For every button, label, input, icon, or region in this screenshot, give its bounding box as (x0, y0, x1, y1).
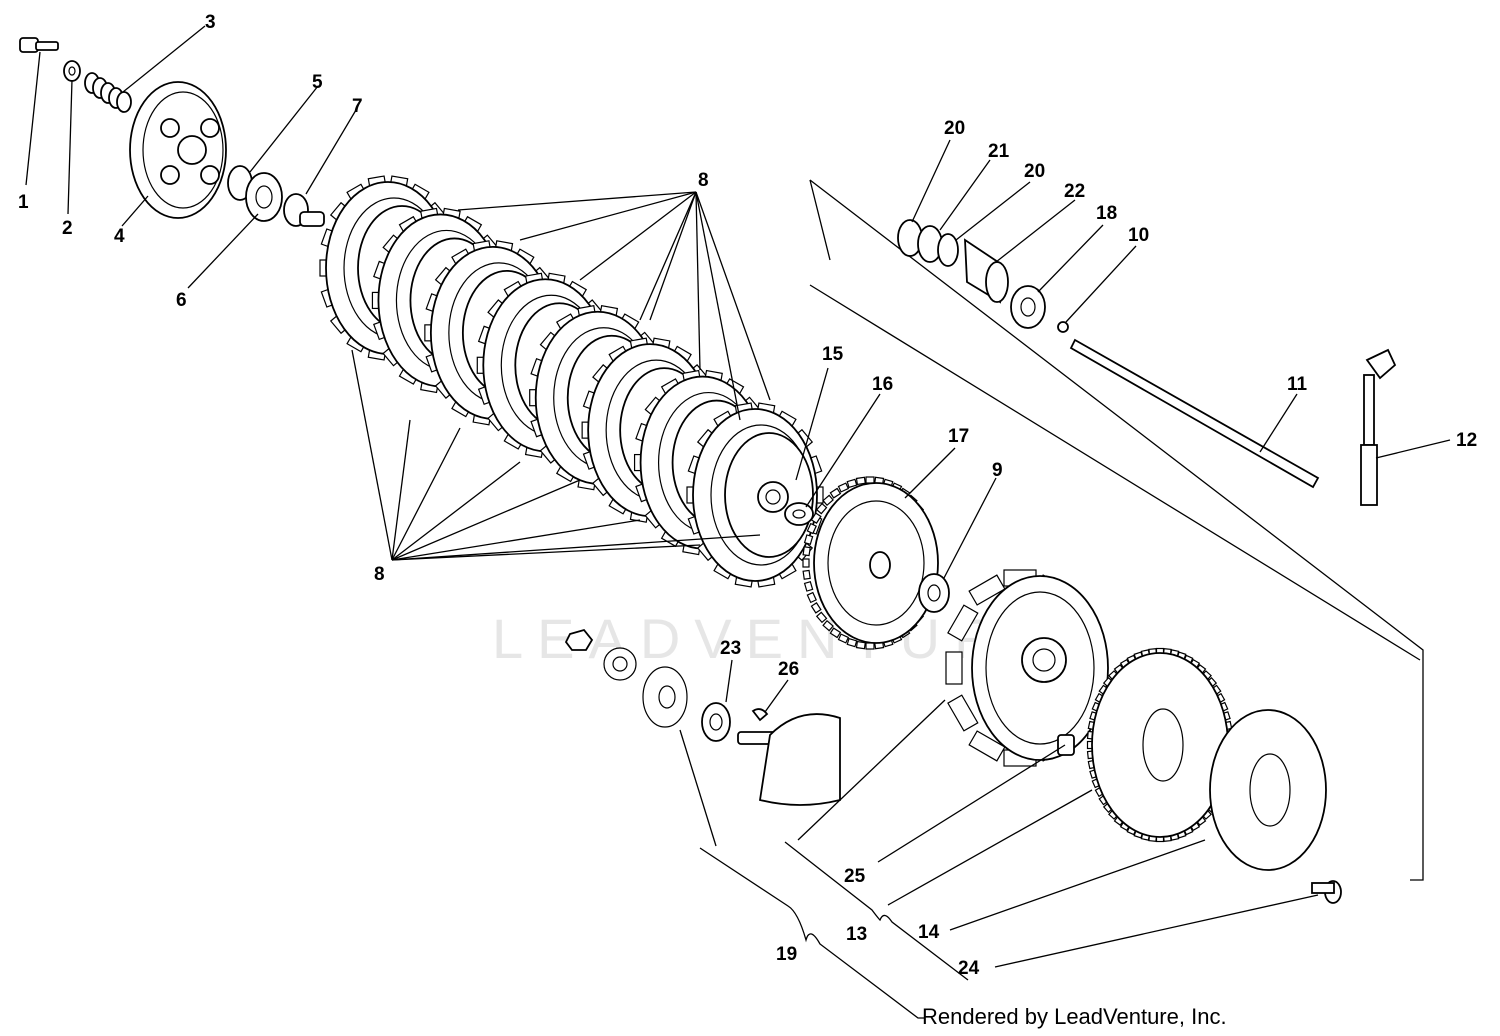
nut-part[interactable] (564, 628, 594, 651)
damper-part[interactable] (1057, 734, 1075, 756)
label-part-5[interactable]: 5 (312, 72, 323, 93)
leader-lines (25, 25, 1451, 1019)
label-part-11[interactable]: 11 (1287, 374, 1308, 395)
label-part-25[interactable]: 25 (844, 866, 866, 887)
small-gear-part[interactable] (603, 647, 637, 681)
label-part-19[interactable]: 19 (776, 944, 797, 965)
label-part-15[interactable]: 15 (822, 344, 844, 365)
oil-pump-shaft-part[interactable] (737, 713, 841, 806)
washer-9-part[interactable] (918, 573, 950, 613)
label-part-8-top[interactable]: 8 (698, 170, 709, 191)
washer-part[interactable] (63, 60, 81, 82)
label-part-1[interactable]: 1 (18, 192, 29, 213)
thrust-washer-part[interactable] (784, 502, 814, 526)
clutch-plate-stack (319, 175, 824, 588)
label-part-17[interactable]: 17 (948, 426, 969, 447)
label-part-10[interactable]: 10 (1128, 225, 1149, 246)
label-part-26[interactable]: 26 (778, 659, 799, 680)
label-part-20-right[interactable]: 20 (1024, 161, 1045, 182)
spacer-collar-part[interactable] (964, 238, 1009, 304)
label-part-6[interactable]: 6 (176, 290, 187, 311)
label-part-16[interactable]: 16 (872, 374, 893, 395)
label-part-24[interactable]: 24 (958, 958, 980, 979)
bearing-part[interactable] (227, 165, 283, 222)
label-part-23[interactable]: 23 (720, 638, 741, 659)
label-part-21[interactable]: 21 (988, 141, 1010, 162)
label-part-18[interactable]: 18 (1096, 203, 1117, 224)
lock-washer-part[interactable] (1010, 285, 1046, 329)
label-part-8-bottom[interactable]: 8 (374, 564, 385, 585)
oil-seal-part[interactable] (701, 702, 731, 742)
label-part-14[interactable]: 14 (918, 922, 940, 943)
pressure-plate-part[interactable] (129, 81, 227, 219)
group-bracket-side (809, 179, 1421, 661)
render-credit: Rendered by LeadVenture, Inc. (922, 1004, 1227, 1029)
lifter-part[interactable] (283, 193, 325, 227)
ring-gear-part[interactable] (1086, 647, 1234, 843)
clutch-housing-part[interactable] (945, 569, 1109, 767)
label-part-13[interactable]: 13 (846, 924, 867, 945)
key-part[interactable] (751, 708, 769, 722)
label-part-12[interactable]: 12 (1456, 430, 1477, 451)
label-part-3[interactable]: 3 (205, 12, 216, 33)
bolt-part[interactable] (19, 37, 59, 53)
spur-gear-part[interactable] (642, 666, 688, 728)
plate-leader-fan (351, 191, 771, 561)
label-part-20-left[interactable]: 20 (944, 118, 965, 139)
driven-gear-part[interactable] (802, 476, 939, 650)
collar-part[interactable] (757, 481, 789, 513)
spring-part[interactable] (84, 72, 132, 113)
release-lever-part[interactable] (1360, 348, 1397, 506)
push-rod-part[interactable] (1069, 338, 1320, 489)
group-bracket-line (809, 179, 1424, 881)
needle-bearing-part[interactable] (897, 219, 959, 267)
rivet-part[interactable] (1311, 880, 1342, 904)
label-part-22[interactable]: 22 (1064, 181, 1085, 202)
part-number-labels: 1 2 3 4 5 6 7 8 8 9 10 11 12 13 14 15 16… (18, 12, 1477, 979)
plate-14-part[interactable] (1209, 709, 1327, 871)
label-part-7[interactable]: 7 (352, 96, 363, 117)
label-part-9[interactable]: 9 (992, 460, 1003, 481)
label-part-4[interactable]: 4 (114, 226, 125, 247)
label-part-2[interactable]: 2 (62, 218, 73, 239)
steel-ball-part[interactable] (1057, 321, 1069, 333)
